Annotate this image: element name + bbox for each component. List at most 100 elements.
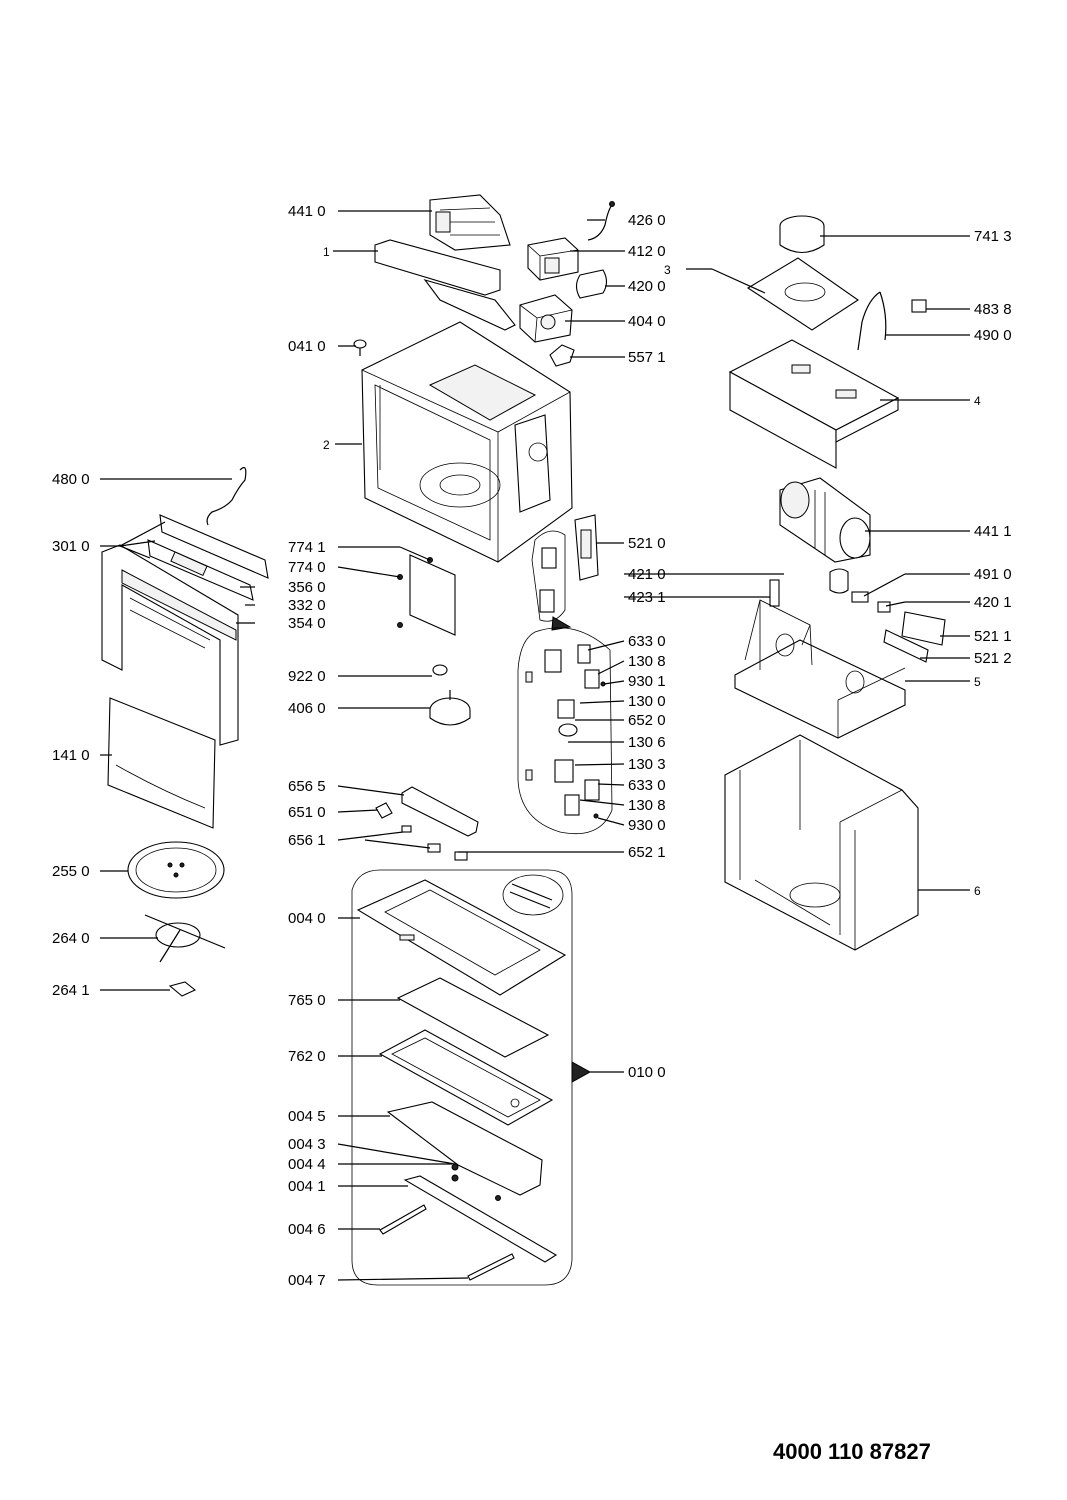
label-130-0: 130 0 (628, 693, 666, 710)
part-406-0-motor (429, 690, 471, 726)
part-004-1-rail (403, 1175, 558, 1263)
label-004-7: 004 7 (288, 1272, 326, 1289)
label-004-1: 004 1 (288, 1178, 326, 1195)
part-420-0-capacitor (575, 269, 608, 299)
label-004-3: 004 3 (288, 1136, 326, 1153)
part-004-3-screw (451, 1163, 459, 1171)
part-141-0-door (107, 697, 216, 829)
label-441-0: 441 0 (288, 203, 326, 220)
part-004-1-screw (495, 1195, 501, 1201)
label-491-0: 491 0 (974, 566, 1012, 583)
switch-detail-parts (525, 644, 606, 819)
part-5-tray-box (734, 599, 906, 739)
label-301-0: 301 0 (52, 538, 90, 555)
label-1: 1 (323, 245, 330, 259)
label-774-1: 774 1 (288, 539, 326, 556)
group-010-0-outline (351, 869, 573, 1286)
label-420-0: 420 0 (628, 278, 666, 295)
part-301-0-control-panel (147, 514, 269, 601)
label-774-0: 774 0 (288, 559, 326, 576)
label-521-1: 521 1 (974, 628, 1012, 645)
part-441-0-bracket (429, 194, 511, 251)
part-6-outer-housing (724, 734, 919, 951)
switch-detail-outline (517, 627, 613, 835)
label-441-1: 441 1 (974, 523, 1012, 540)
label-5: 5 (974, 675, 981, 689)
part-441-1-blower (779, 477, 871, 563)
part-491-0-terminal (851, 591, 869, 603)
label-264-1: 264 1 (52, 982, 90, 999)
label-6: 6 (974, 884, 981, 898)
part-420-1 (877, 601, 891, 613)
label-656-1: 656 1 (288, 832, 326, 849)
part-1-rail (374, 239, 516, 331)
label-406-0: 406 0 (288, 700, 326, 717)
label-4: 4 (974, 394, 981, 408)
label-930-1: 930 1 (628, 673, 666, 690)
part-521-2-bracket (883, 629, 929, 663)
part-651-0-lamp-holder (375, 802, 393, 819)
label-480-0: 480 0 (52, 471, 90, 488)
part-922-0-washer (432, 664, 448, 676)
part-2-main-cavity (361, 321, 573, 563)
label-041-0: 041 0 (288, 338, 326, 355)
label-521-2: 521 2 (974, 650, 1012, 667)
part-557-1 (549, 344, 575, 367)
part-762-0-plate (378, 1029, 554, 1126)
part-765-0-plate (396, 977, 550, 1058)
part-480-0-cable (206, 467, 247, 526)
leader-lines (100, 210, 970, 1281)
part-004-6-rod (379, 1204, 427, 1235)
label-332-0: 332 0 (288, 597, 326, 614)
label-421-0: 421 0 (628, 566, 666, 583)
part-426-0-wire-end (609, 201, 615, 207)
label-521-0: 521 0 (628, 535, 666, 552)
label-130-8-b: 130 8 (628, 797, 666, 814)
label-2: 2 (323, 438, 330, 452)
part-041-0-screw (353, 339, 367, 356)
part-354-0-front-frame (101, 544, 239, 746)
label-557-1: 557 1 (628, 349, 666, 366)
document-number: 4000 110 87827 (773, 1439, 931, 1464)
label-423-1: 423 1 (628, 589, 666, 606)
label-004-5: 004 5 (288, 1108, 326, 1125)
label-130-8-a: 130 8 (628, 653, 666, 670)
labels: 441 0 1 041 0 2 480 0 301 0 141 0 255 0 … (52, 203, 1012, 1464)
label-141-0: 141 0 (52, 747, 90, 764)
label-426-0: 426 0 (628, 212, 666, 229)
part-4-top-box (728, 339, 900, 469)
part-521-1-board (901, 611, 946, 646)
label-762-0: 762 0 (288, 1048, 326, 1065)
label-412-0: 412 0 (628, 243, 666, 260)
part-412-0-transformer (527, 237, 579, 281)
switch-assembly-upper (539, 547, 557, 613)
label-651-0: 651 0 (288, 804, 326, 821)
label-922-0: 922 0 (288, 668, 326, 685)
detail-arrow (551, 616, 572, 631)
label-004-4: 004 4 (288, 1156, 326, 1173)
part-774-0-plate (397, 554, 456, 636)
label-130-3: 130 3 (628, 756, 666, 773)
label-490-0: 490 0 (974, 327, 1012, 344)
label-130-6: 130 6 (628, 734, 666, 751)
label-656-5: 656 5 (288, 778, 326, 795)
inset-detail (502, 874, 564, 916)
label-633-0-b: 633 0 (628, 777, 666, 794)
label-255-0: 255 0 (52, 863, 90, 880)
label-652-0: 652 0 (628, 712, 666, 729)
label-420-1: 420 1 (974, 594, 1012, 611)
part-741-3-fan-housing (779, 215, 825, 254)
label-930-0: 930 0 (628, 817, 666, 834)
label-652-1: 652 1 (628, 844, 666, 861)
part-426-0-wire (587, 204, 613, 241)
label-354-0: 354 0 (288, 615, 326, 632)
part-656-5-cover (401, 786, 479, 837)
part-255-0-glass-tray (127, 841, 225, 899)
part-264-0-roller-ring (144, 914, 226, 963)
part-483-8-connector (911, 299, 927, 313)
label-633-0-a: 633 0 (628, 633, 666, 650)
label-264-0: 264 0 (52, 930, 90, 947)
label-483-8: 483 8 (974, 301, 1012, 318)
label-765-0: 765 0 (288, 992, 326, 1009)
